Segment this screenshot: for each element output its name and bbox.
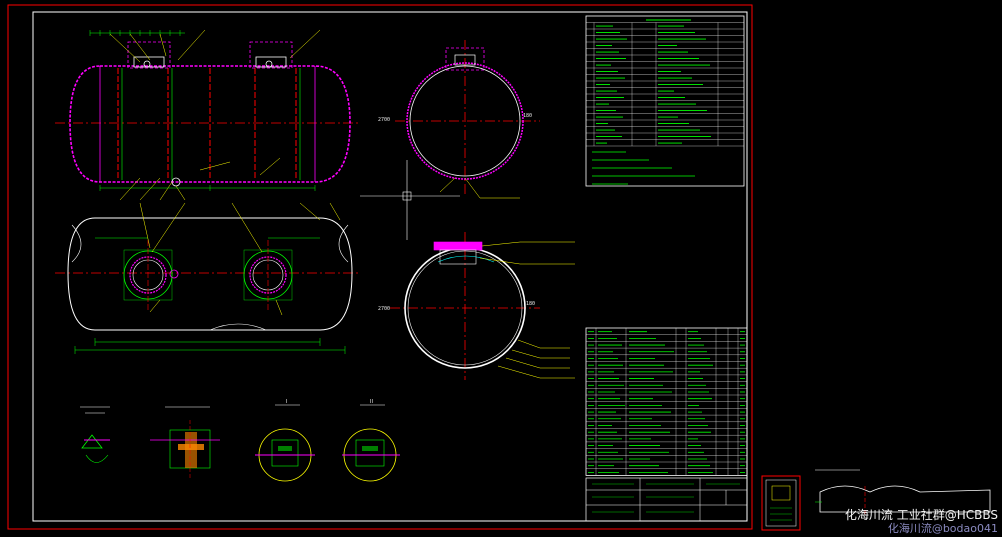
view-label-i: I [286, 399, 287, 405]
cross-section-b-view: 2700 180 [378, 232, 575, 380]
view-label-ii: II [370, 399, 373, 405]
svg-text:2700: 2700 [378, 117, 390, 123]
watermark-line-2: 化海川流@bodao041 [887, 522, 998, 535]
mini-sheet-preview [761, 475, 801, 531]
watermark-line-1: 化海川流 工业社群@HCBBS [844, 508, 998, 522]
svg-text:180: 180 [523, 113, 532, 119]
cross-section-a-view: 2700 180 [360, 40, 540, 240]
parts-list-table [585, 327, 748, 476]
tank-plan-view [55, 202, 360, 354]
drawing-frame [7, 4, 753, 530]
watermark: 化海川流 工业社群@HCBBS 化海川流@bodao041 [844, 508, 998, 536]
technical-spec-table [585, 15, 745, 187]
svg-text:2700: 2700 [378, 306, 390, 312]
tank-elevation-view [55, 29, 360, 201]
profile-detail [815, 469, 991, 516]
svg-text:180: 180 [526, 301, 535, 307]
title-block [585, 477, 748, 522]
detail-views: I II [80, 399, 400, 482]
